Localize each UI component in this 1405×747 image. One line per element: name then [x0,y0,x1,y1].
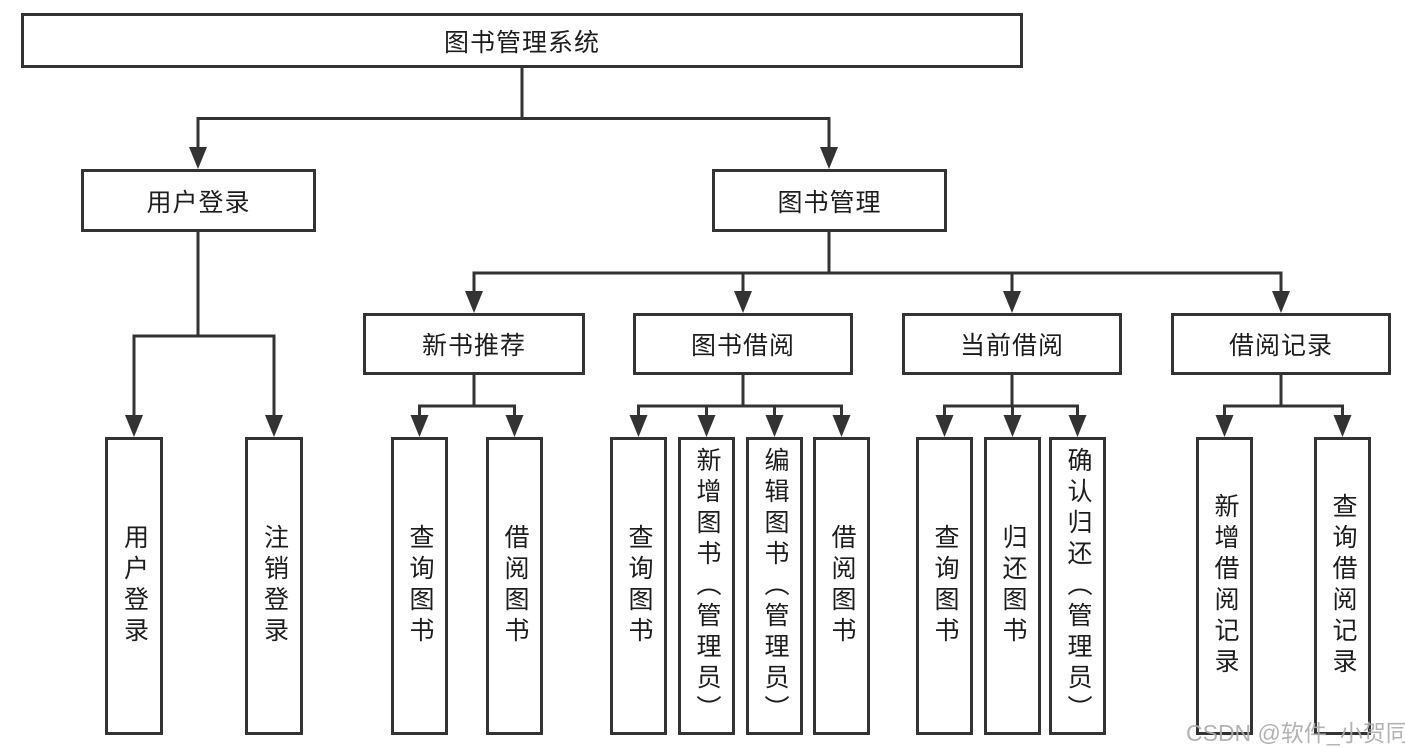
node-label: 用户登录 [146,188,251,217]
edge-lines [132,68,1344,417]
node-book-management: 图书管理 [712,169,947,232]
leaf-add-books-admin: 新增图书（管理员） [678,437,735,735]
leaf-add-borrow-record: 新增借阅记录 [1196,437,1253,735]
leaf-query-books-recommend: 查询图书 [391,437,448,735]
node-label: 借阅图书 [501,524,529,648]
node-label: 图书管理系统 [443,28,600,57]
node-label: 当前借阅 [959,332,1064,360]
leaf-query-books-current: 查询图书 [916,437,973,735]
node-book-management-system: 图书管理系统 [21,13,1023,68]
node-label: 图书管理 [777,188,882,217]
node-borrowing-records: 借阅记录 [1171,313,1391,375]
node-current-borrowing: 当前借阅 [902,313,1122,375]
node-label: 借阅图书 [828,524,856,648]
leaf-confirm-return-admin: 确认归还（管理员） [1049,437,1106,735]
node-label: 查询图书 [625,524,653,648]
node-label: 查询借阅记录 [1329,493,1357,679]
node-label: 归还图书 [999,524,1027,648]
leaf-edit-books-admin: 编辑图书（管理员） [746,437,803,735]
node-label: 编辑图书（管理员） [761,446,789,726]
node-label: 查询图书 [931,524,959,648]
node-label: 注销登录 [260,524,289,648]
node-label: 用户登录 [120,524,149,648]
leaf-borrow-books: 借阅图书 [813,437,870,735]
node-label: 新增图书（管理员） [693,446,721,726]
node-new-book-recommend: 新书推荐 [363,313,585,375]
node-label: 新增借阅记录 [1211,493,1239,679]
arrowhead-icons [125,147,1352,437]
node-book-borrowing: 图书借阅 [633,313,853,375]
leaf-query-books-borrow: 查询图书 [610,437,667,735]
node-user-login: 用户登录 [81,169,316,232]
node-label: 查询图书 [406,524,434,648]
leaf-user-login: 用户登录 [105,437,163,735]
csdn-watermark: CSDN @软件_小贺同学 [1186,720,1405,746]
leaf-borrow-books-recommend: 借阅图书 [486,437,543,735]
node-label: 借阅记录 [1228,332,1333,360]
node-label: 图书借阅 [690,332,795,360]
leaf-logout: 注销登录 [245,437,303,735]
leaf-query-borrow-record: 查询借阅记录 [1314,437,1371,735]
node-label: 确认归还（管理员） [1064,446,1092,726]
node-label: 新书推荐 [421,332,526,360]
leaf-return-books: 归还图书 [984,437,1041,735]
